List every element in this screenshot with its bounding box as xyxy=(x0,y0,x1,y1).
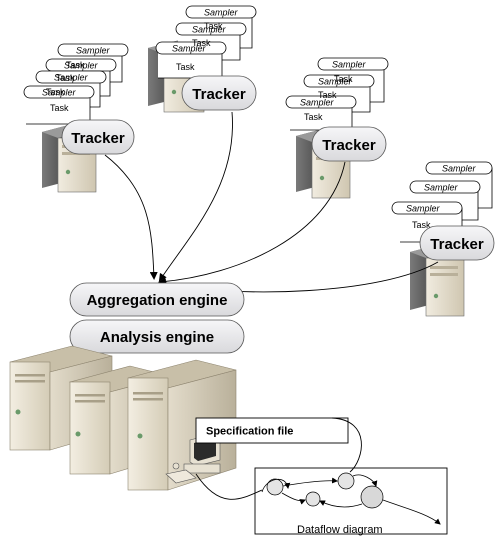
sampler-label: Sampler xyxy=(204,8,239,18)
task-label: Task xyxy=(318,90,337,100)
tracker-node-1: Sampler Task Sampler Task Sampler Task S… xyxy=(23,43,135,193)
sampler-label: Sampler xyxy=(424,183,459,193)
workstation-to-dataflow xyxy=(195,473,263,500)
dataflow-diagram-label: Dataflow diagram xyxy=(297,524,383,536)
sampler-label: Sampler xyxy=(192,25,227,35)
sampler-label: Sampler xyxy=(172,44,207,54)
analysis-engine: Analysis engine xyxy=(69,319,245,354)
sampler-label: Sampler xyxy=(318,77,353,87)
sampler-label: Sampler xyxy=(406,204,441,214)
tracker-arrows xyxy=(104,111,439,293)
tracker-bubble-2: Tracker xyxy=(181,75,257,111)
specification-file-label: Specification file xyxy=(206,426,293,438)
task-stack-1: Sampler Task Sampler Task Sampler Task S… xyxy=(23,43,129,125)
dataflow-edges xyxy=(261,474,441,525)
tracker-node-3: Sampler Task Sampler Task Sampler Task T… xyxy=(285,57,389,199)
spec-connectors xyxy=(195,417,362,500)
tracker-label: Tracker xyxy=(430,236,484,253)
task-label: Task xyxy=(176,62,195,72)
sampler-label: Sampler xyxy=(54,73,89,83)
sampler-label: Sampler xyxy=(332,60,367,70)
task-stack-2: Sampler Task Sampler Task Sampler Task xyxy=(155,5,257,79)
task-label: Task xyxy=(204,21,223,31)
arrow-tracker-3 xyxy=(158,161,346,286)
arrow-tracker-2 xyxy=(158,111,233,282)
dataflow-nodes xyxy=(266,472,384,509)
sampler-label: Sampler xyxy=(300,98,335,108)
specification-file: Specification file xyxy=(195,417,349,444)
aggregation-engine: Aggregation engine xyxy=(69,282,245,317)
spec-to-dataflow xyxy=(331,417,362,473)
task-label: Task xyxy=(46,87,65,97)
sampler-label: Sampler xyxy=(442,164,477,174)
dataflow-diagram: Dataflow diagram xyxy=(254,467,448,536)
task-label: Task xyxy=(56,73,75,83)
arrow-tracker-1 xyxy=(104,154,158,280)
analysis-engine-label: Analysis engine xyxy=(100,329,214,346)
tracker-node-2: Sampler Task Sampler Task Sampler Task T… xyxy=(148,5,257,113)
task-label: Task xyxy=(50,103,69,113)
aggregation-engine-label: Aggregation engine xyxy=(87,292,228,309)
tracker-label: Tracker xyxy=(322,137,376,154)
task-label: Task xyxy=(412,220,431,230)
sampler-label: Sampler xyxy=(42,88,77,98)
tracker-node-4: Sampler Sampler Sampler Task Tracker xyxy=(391,161,495,317)
tracker-bubble-3: Tracker xyxy=(311,126,387,162)
tracker-bubble-4: Tracker xyxy=(419,225,495,261)
task-label: Task xyxy=(192,38,211,48)
task-label: Task xyxy=(304,112,323,122)
task-stack-3: Sampler Task Sampler Task Sampler Task xyxy=(285,57,389,131)
sampler-label: Sampler xyxy=(64,61,99,71)
tracker-label: Tracker xyxy=(192,86,246,103)
task-label: Task xyxy=(334,74,353,84)
tracker-bubble-1: Tracker xyxy=(61,119,135,155)
tracker-label: Tracker xyxy=(71,130,125,147)
task-stack-4: Sampler Sampler Sampler Task xyxy=(391,161,493,243)
sampler-label: Sampler xyxy=(76,46,111,56)
dataflow-frame xyxy=(254,467,448,535)
task-label: Task xyxy=(66,60,85,70)
